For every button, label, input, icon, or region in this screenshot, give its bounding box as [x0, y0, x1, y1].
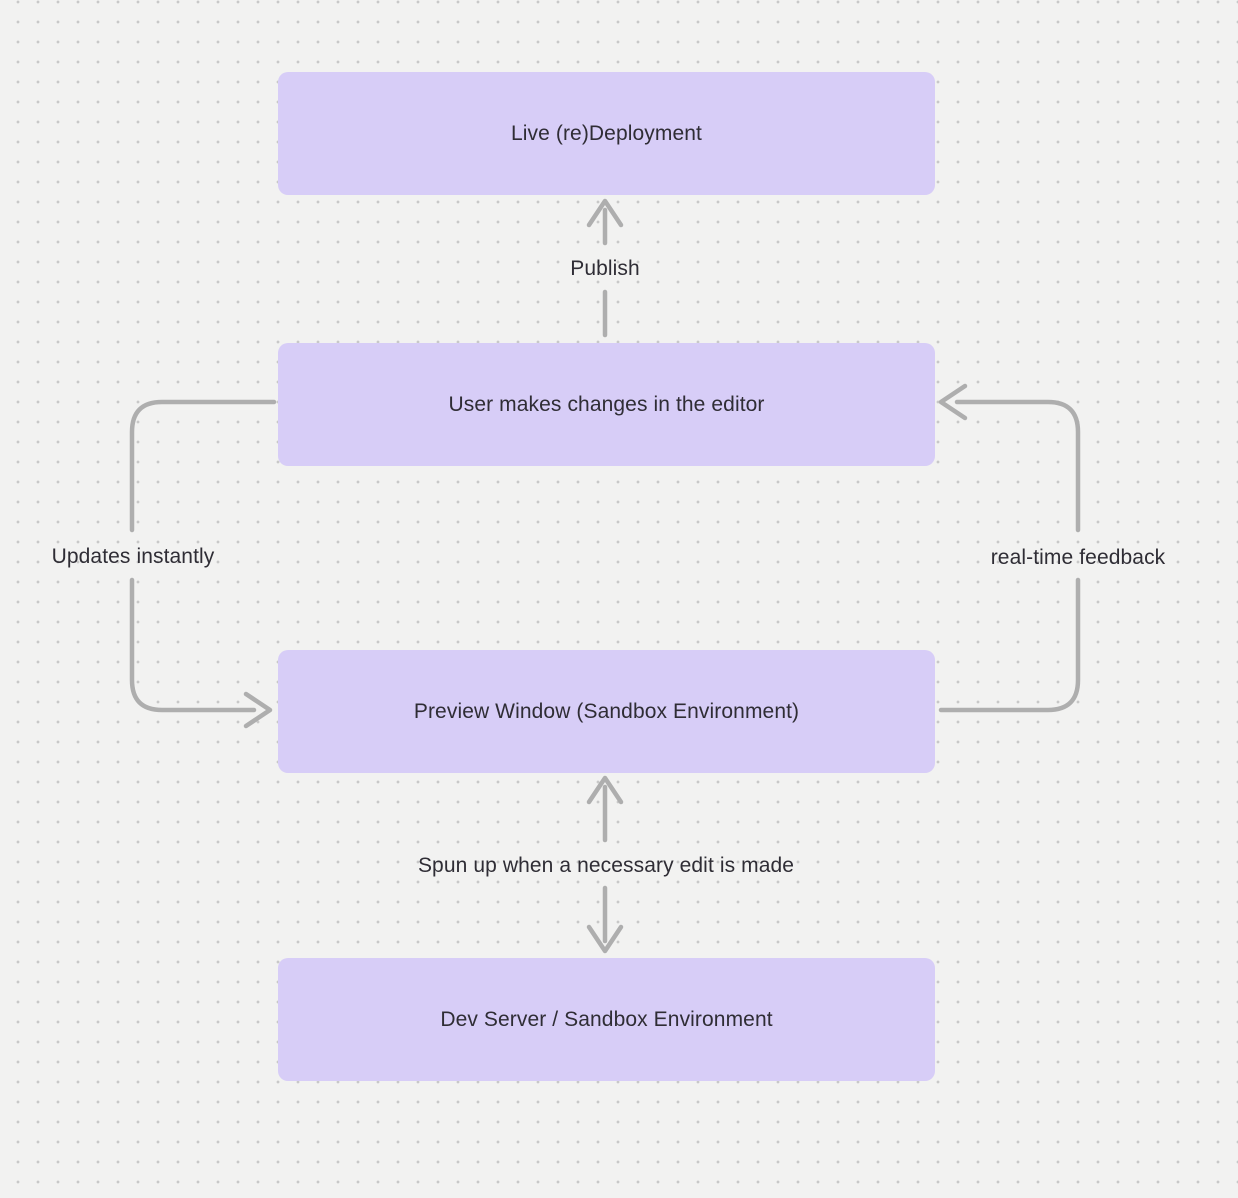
- node-label: Live (re)Deployment: [511, 121, 702, 145]
- node-user-editor: User makes changes in the editor: [278, 343, 935, 466]
- node-label: Preview Window (Sandbox Environment): [413, 699, 800, 723]
- arrow-down-icon: [586, 924, 624, 954]
- arrow-up-icon: [586, 198, 624, 228]
- arrow-right-icon: [243, 691, 273, 729]
- node-preview-window: Preview Window (Sandbox Environment): [278, 650, 935, 773]
- edge-label-spun-up: Spun up when a necessary edit is made: [417, 854, 795, 877]
- edge-label-updates-instantly: Updates instantly: [51, 545, 215, 568]
- arrow-left-icon: [938, 383, 968, 421]
- node-label: User makes changes in the editor: [448, 392, 765, 416]
- edge-label-publish: Publish: [570, 257, 640, 280]
- node-dev-server: Dev Server / Sandbox Environment: [278, 958, 935, 1081]
- arrow-up-icon: [586, 775, 624, 805]
- node-label: Dev Server / Sandbox Environment: [440, 1007, 773, 1031]
- node-live-redeployment: Live (re)Deployment: [278, 72, 935, 195]
- edge-label-real-time-feedback: real-time feedback: [990, 546, 1166, 569]
